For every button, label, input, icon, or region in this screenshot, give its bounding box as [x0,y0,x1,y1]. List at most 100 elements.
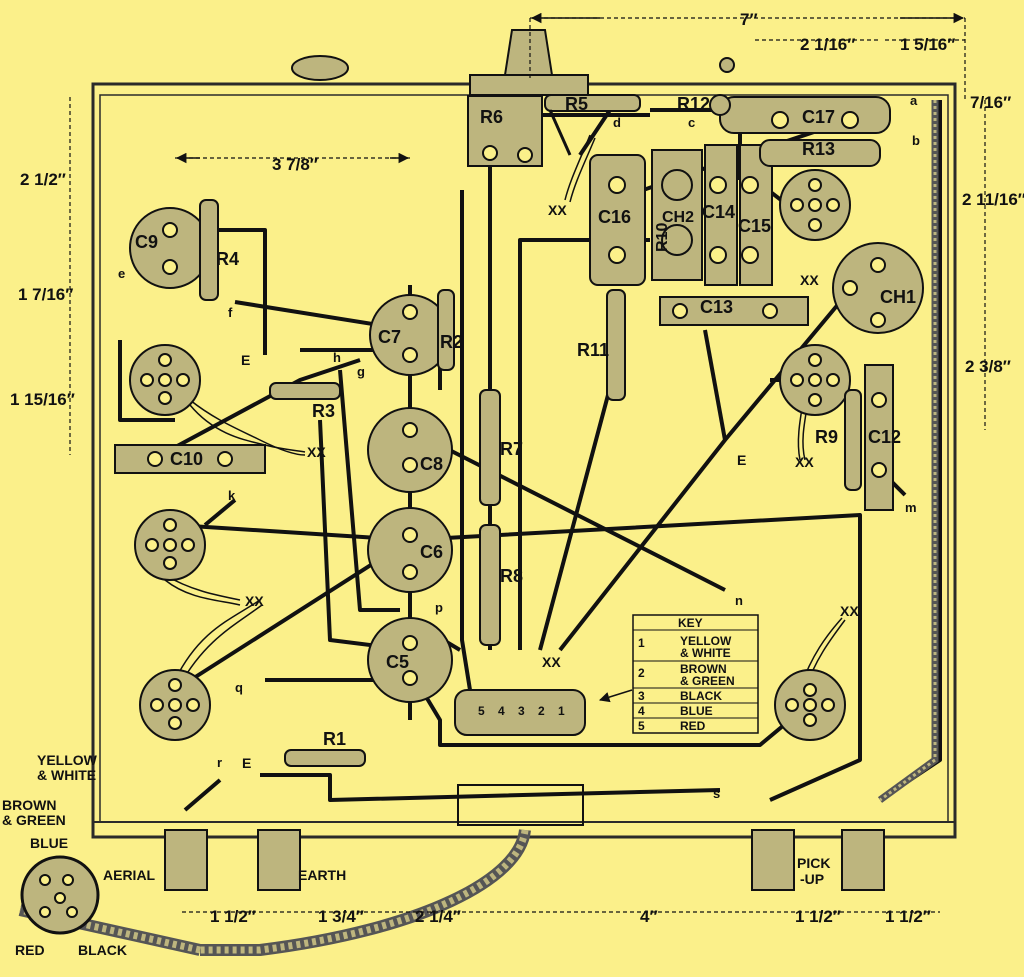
xx-left-2: XX [245,593,264,609]
aerial-socket[interactable] [164,829,208,891]
xx-top: XX [548,202,567,218]
key-row-2-num: 2 [638,666,645,680]
valve-socket-left-2 [134,509,206,581]
dim-bottom-2: 1 3/4″ [318,907,364,926]
label-r3: R3 [312,401,335,421]
point-f: f [228,305,233,320]
point-e-earth-3: E [242,755,251,771]
label-c7: C7 [378,327,401,347]
ch2-choke [651,149,703,281]
ch1-choke [832,242,924,334]
terminal-strip [454,689,586,826]
valve-socket-left-3 [139,669,211,741]
dim-right-1: 7/16″ [970,93,1011,112]
terminal-labels: AERIAL EARTH PICK -UP [103,855,830,887]
valve-socket-left-1 [129,344,201,416]
label-r13: R13 [802,139,835,159]
label-r2: R2 [440,332,463,352]
label-c15: C15 [738,216,771,236]
label-c13: C13 [700,297,733,317]
c8-capacitor [367,407,453,493]
point-p: p [435,600,443,615]
label-ch1: CH1 [880,287,916,307]
label-c5: C5 [386,652,409,672]
label-c10: C10 [170,449,203,469]
point-r: r [217,755,222,770]
label-r11: R11 [577,340,609,360]
c5-capacitor [367,617,453,703]
point-m: m [905,500,917,515]
key-row-2-line2: & GREEN [680,674,735,688]
strip-num-1: 1 [558,704,565,718]
point-labels: a b c d e f g h k m n p q r s E E E XX X… [118,93,920,801]
dim-left-1: 2 1/2″ [20,170,66,189]
point-d: d [613,115,621,130]
key-title: KEY [678,616,703,630]
label-r7: R7 [500,439,523,459]
r6-volume-control [467,95,543,167]
xx-right-2: XX [795,454,814,470]
r11-resistor [606,289,626,401]
dim-bottom-5: 1 1/2″ [795,907,841,926]
point-g: g [357,364,365,379]
label-c14: C14 [702,202,735,222]
dim-top-right-1: 2 1/16″ [800,35,855,54]
label-c8: C8 [420,454,443,474]
label-r4: R4 [216,249,239,269]
label-r12: R12 [677,94,710,114]
c10-capacitor [114,444,266,474]
xx-right-1: XX [800,272,819,288]
plug-yellow-white-1: YELLOW [37,752,98,768]
label-c6: C6 [420,542,443,562]
plug-brown-green-2: & GREEN [2,812,66,828]
key-row-5-num: 5 [638,719,645,733]
dim-right-2: 2 11/16″ [962,190,1024,209]
pickup-label-1: PICK [797,855,830,871]
pickup-socket-1[interactable] [751,829,795,891]
strip-numbers: 5 4 3 2 1 [478,704,565,718]
label-c12: C12 [868,427,901,447]
plug-brown-green-1: BROWN [2,797,56,813]
strip-num-4: 4 [498,704,505,718]
c13-capacitor [659,296,809,326]
key-row-3-num: 3 [638,689,645,703]
pickup-socket-2[interactable] [841,829,885,891]
point-n: n [735,593,743,608]
tuning-knob [291,29,735,96]
key-row-1-line2: & WHITE [680,646,731,660]
key-row-4-line1: BLUE [680,704,713,718]
label-r10: R10 [654,223,671,252]
dimension-arrows [175,12,965,164]
label-c17: C17 [802,107,835,127]
dim-right-3: 2 3/8″ [965,357,1011,376]
label-r8: R8 [500,566,523,586]
pickup-label-2: -UP [800,871,824,887]
dim-upper-left-span: 3 7/8″ [272,155,318,174]
xx-right-3: XX [840,603,859,619]
key-row-1-num: 1 [638,636,645,650]
plug-labels: YELLOW & WHITE BROWN & GREEN BLUE RED BL… [2,752,127,958]
point-q: q [235,680,243,695]
dim-bottom-3: 2 1/4″ [415,907,461,926]
xx-strip: XX [542,654,561,670]
dimension-labels: 7″ 2 1/16″ 1 5/16″ 7/16″ 2 11/16″ 2 3/8″… [10,10,1024,926]
label-r1: R1 [323,729,346,749]
dim-bottom-1: 1 1/2″ [210,907,256,926]
dim-bottom-6: 1 1/2″ [885,907,931,926]
plug-yellow-white-2: & WHITE [37,767,96,783]
dim-top-right-2: 1 5/16″ [900,35,955,54]
r3-resistor [269,382,341,400]
plug-red: RED [15,942,45,958]
strip-num-2: 2 [538,704,545,718]
aerial-label: AERIAL [103,867,156,883]
label-r6: R6 [480,107,503,127]
r7-resistor [479,389,501,506]
label-c16: C16 [598,207,631,227]
earth-socket[interactable] [257,829,301,891]
key-row-1-line1: YELLOW [680,634,732,648]
colour-key: KEY 1 YELLOW & WHITE 2 BROWN & GREEN 3 B… [598,614,759,734]
point-e-earth-2: E [737,452,746,468]
point-a: a [910,93,918,108]
key-row-2-line1: BROWN [680,662,727,676]
plug-blue: BLUE [30,835,68,851]
